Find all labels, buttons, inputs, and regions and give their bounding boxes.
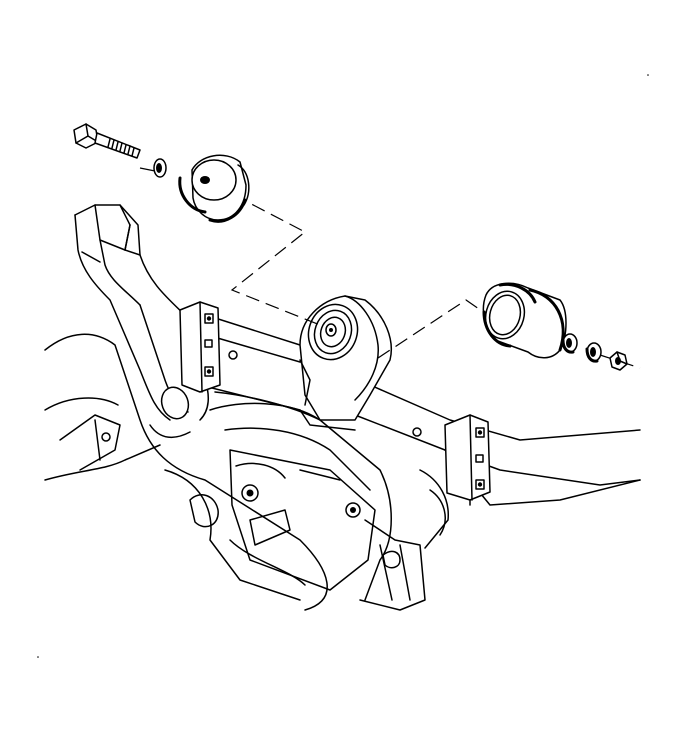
- washer: [561, 333, 578, 354]
- bolt: [73, 123, 141, 159]
- body-floor: [44, 333, 328, 611]
- stray-mark: [37, 656, 39, 658]
- right-lower-bracket: [359, 469, 449, 611]
- engine-mount: [299, 295, 392, 421]
- rear-bushing: [482, 282, 567, 359]
- frame-rail: [74, 204, 210, 439]
- stray-mark: [647, 74, 649, 76]
- washer: [585, 342, 602, 363]
- nut: [609, 351, 628, 371]
- right-mount-plate: [444, 414, 491, 501]
- washer: [153, 158, 167, 178]
- left-mount-plate: [179, 301, 221, 393]
- floor-mount-plate: [209, 402, 392, 601]
- front-bushing: [178, 154, 250, 223]
